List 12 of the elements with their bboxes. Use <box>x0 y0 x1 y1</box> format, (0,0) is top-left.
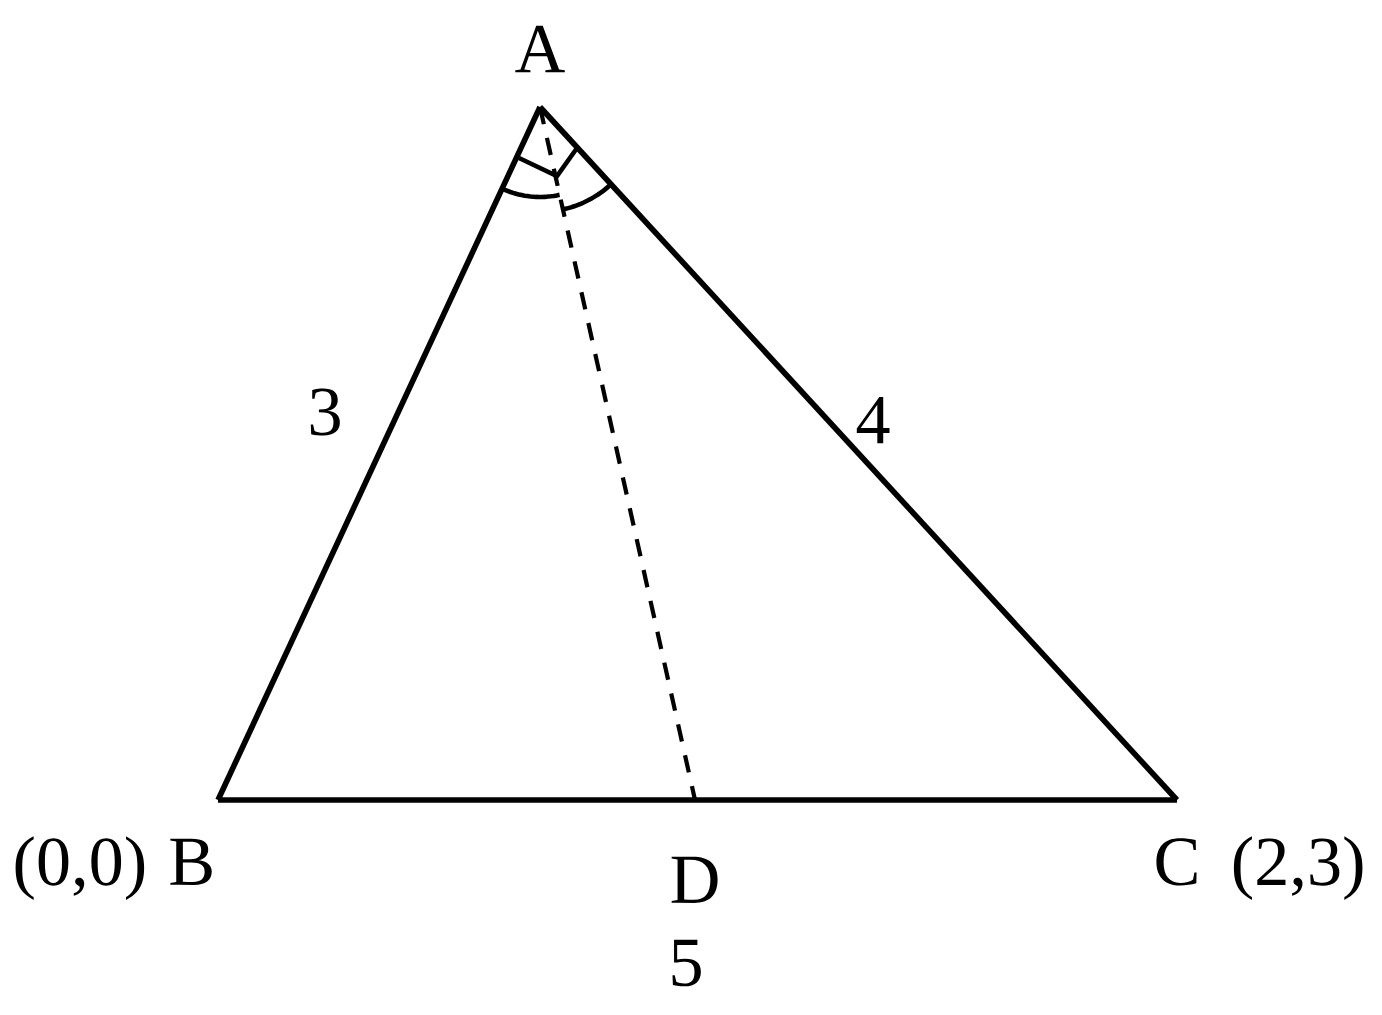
triangle-side <box>215 105 543 802</box>
triangle-side <box>218 797 1177 803</box>
coordinate-label: (2,3) <box>1233 836 1363 900</box>
vertex-label: D <box>671 856 718 903</box>
side-length-label: 5 <box>672 939 701 987</box>
vertex-label: A <box>515 25 565 73</box>
dashed-line <box>537 106 698 801</box>
coordinate-label: (0,0) <box>15 836 145 900</box>
side-length-label: 4 <box>856 396 890 444</box>
vertex-label: B <box>170 838 212 886</box>
side-length-label: 3 <box>310 388 340 436</box>
vertex-label: C <box>1156 838 1197 886</box>
